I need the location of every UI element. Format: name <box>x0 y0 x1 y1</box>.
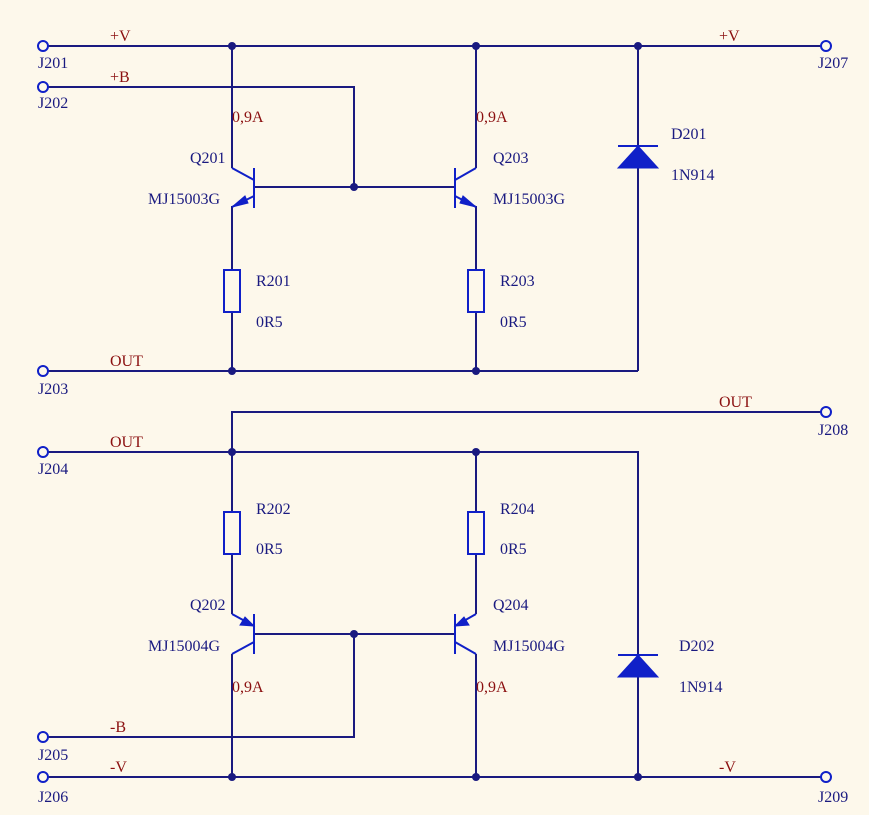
connector-label-j203: J203 <box>38 381 68 398</box>
q201-part: MJ15003G <box>148 191 220 208</box>
q202-designator: Q202 <box>190 597 226 614</box>
q202-current-label: 0,9A <box>232 679 264 696</box>
port-j204[interactable] <box>37 446 49 458</box>
connector-label-j206: J206 <box>38 789 68 806</box>
q201-current-label: 0,9A <box>232 109 264 126</box>
net-label-bias-pos: +B <box>110 69 130 86</box>
junction-dot <box>472 448 480 456</box>
connector-label-j201: J201 <box>38 55 68 72</box>
port-j201[interactable] <box>37 40 49 52</box>
out-bottom-wire <box>43 451 639 655</box>
q201-symbol[interactable] <box>231 167 255 208</box>
port-j208[interactable] <box>820 406 832 418</box>
r203-value: 0R5 <box>500 314 527 331</box>
port-j209[interactable] <box>820 771 832 783</box>
d202-symbol[interactable] <box>616 654 660 678</box>
junction-dot <box>350 630 358 638</box>
bias-pos-wire <box>43 86 355 187</box>
net-label-bias-neg: -B <box>110 719 126 736</box>
net-label-vneg: -V <box>110 759 127 776</box>
q202-part: MJ15004G <box>148 638 220 655</box>
q204-part: MJ15004G <box>493 638 565 655</box>
junction-dot <box>228 42 236 50</box>
r204-value: 0R5 <box>500 541 527 558</box>
r202-designator: R202 <box>256 501 291 518</box>
d201-designator: D201 <box>671 126 707 143</box>
q204-current-label: 0,9A <box>476 679 508 696</box>
net-label-out: OUT <box>110 434 143 451</box>
junction-dot <box>472 367 480 375</box>
r204-body[interactable] <box>467 511 485 555</box>
port-j202[interactable] <box>37 81 49 93</box>
q202-symbol[interactable] <box>231 613 256 655</box>
r203-body[interactable] <box>467 269 485 313</box>
q203-current-label: 0,9A <box>476 109 508 126</box>
connector-label-j209: J209 <box>818 789 848 806</box>
r202-body[interactable] <box>223 511 241 555</box>
port-j203[interactable] <box>37 365 49 377</box>
connector-label-j207: J207 <box>818 55 848 72</box>
junction-dot <box>634 773 642 781</box>
d201-part: 1N914 <box>671 167 715 184</box>
net-label-out: OUT <box>719 394 752 411</box>
connector-label-j202: J202 <box>38 95 68 112</box>
connector-label-j204: J204 <box>38 461 68 478</box>
net-label-vpos: +V <box>719 28 740 45</box>
q203-designator: Q203 <box>493 150 529 167</box>
junction-dot <box>228 773 236 781</box>
net-label-out: OUT <box>110 353 143 370</box>
r201-body[interactable] <box>223 269 241 313</box>
junction-dot <box>472 773 480 781</box>
r204-designator: R204 <box>500 501 535 518</box>
q201-designator: Q201 <box>190 150 226 167</box>
connector-label-j208: J208 <box>818 422 848 439</box>
connector-label-j205: J205 <box>38 747 68 764</box>
d201-symbol[interactable] <box>616 145 660 169</box>
port-j207[interactable] <box>820 40 832 52</box>
q204-designator: Q204 <box>493 597 529 614</box>
r201-designator: R201 <box>256 273 291 290</box>
junction-dot <box>350 183 358 191</box>
out-j208-wire <box>231 411 826 452</box>
q204-symbol[interactable] <box>453 613 477 655</box>
net-label-vpos: +V <box>110 28 131 45</box>
bias-neg-wire <box>43 634 355 738</box>
d202-part: 1N914 <box>679 679 723 696</box>
d202-designator: D202 <box>679 638 715 655</box>
port-j206[interactable] <box>37 771 49 783</box>
q203-part: MJ15003G <box>493 191 565 208</box>
r203-designator: R203 <box>500 273 535 290</box>
junction-dot <box>472 42 480 50</box>
r201-value: 0R5 <box>256 314 283 331</box>
port-j205[interactable] <box>37 731 49 743</box>
junction-dot <box>228 448 236 456</box>
junction-dot <box>634 42 642 50</box>
net-label-vneg: -V <box>719 759 736 776</box>
q203-symbol[interactable] <box>454 167 477 208</box>
junction-dot <box>228 367 236 375</box>
r202-value: 0R5 <box>256 541 283 558</box>
